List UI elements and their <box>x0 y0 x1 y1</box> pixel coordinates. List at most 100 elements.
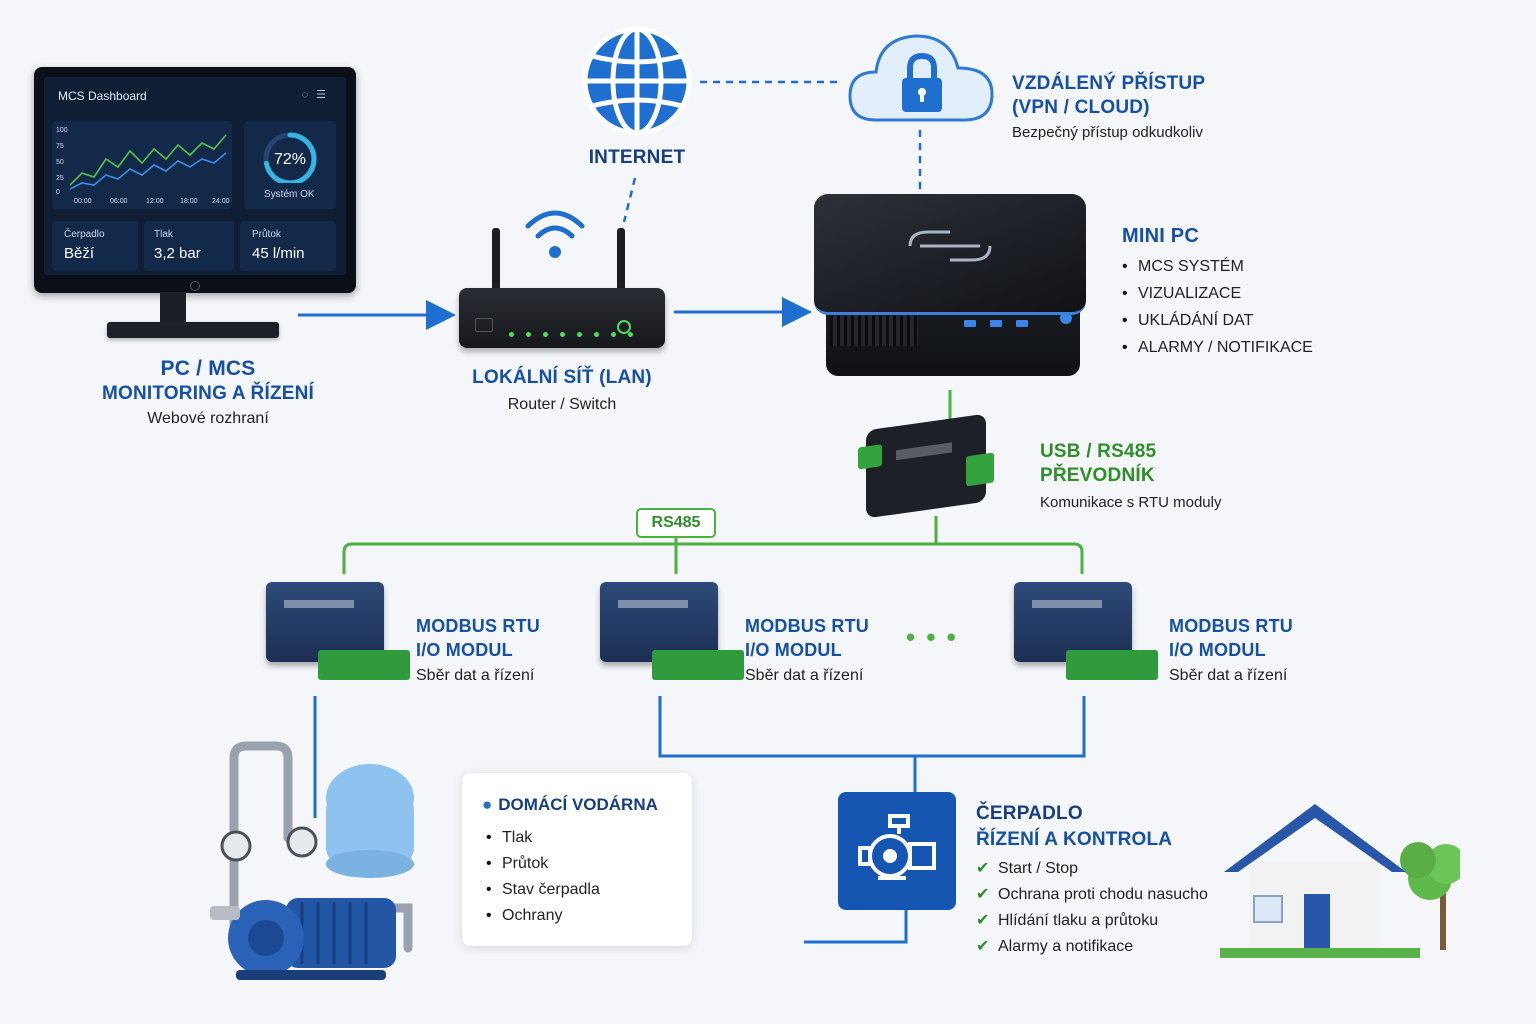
rs485-bus-label: RS485 <box>636 508 716 538</box>
waterworks-item: Tlak <box>486 825 600 851</box>
dashboard-header-icons: ◌☰ <box>302 88 334 101</box>
module-1-title-line2: I/O MODUL <box>416 640 513 660</box>
mini-pc-logo-icon <box>908 230 992 262</box>
monitor-stand-base <box>107 322 279 338</box>
io-module-3 <box>1014 582 1132 662</box>
waterworks-list: Tlak Průtok Stav čerpadla Ochrany <box>486 825 600 929</box>
usb-port-icon <box>1016 320 1028 327</box>
pc-title: PC / MCS <box>160 357 256 380</box>
converter-title-line2: PŘEVODNÍK <box>1040 465 1155 486</box>
usb-rs485-converter <box>858 413 994 519</box>
usb-port-icon <box>964 320 976 327</box>
module-label-plate <box>284 600 354 608</box>
waterworks-title: DOMÁCÍ VODÁRNA <box>498 795 658 814</box>
y-tick-3: 25 <box>56 175 64 182</box>
remote-access-label-group: VZDÁLENÝ PŘÍSTUP (VPN / CLOUD) Bezpečný … <box>1012 72 1332 144</box>
router-antenna-left <box>492 228 500 296</box>
mcs-dashboard-screen: MCS Dashboard ◌☰ 100 75 50 25 0 00:00 06… <box>44 77 346 275</box>
module-2-title: MODBUS RTU <box>745 616 869 636</box>
power-led <box>190 281 200 291</box>
router-antenna-right <box>617 228 625 296</box>
settings-icon[interactable]: ◌ <box>301 89 317 101</box>
trend-lines <box>70 134 227 190</box>
check-icon: ✔ <box>976 912 990 929</box>
module-2-subtitle: Sběr dat a řízení <box>745 667 864 684</box>
pc-label-group: PC / MCS MONITORING A ŘÍZENÍ Webové rozh… <box>60 356 356 430</box>
tile-flow-label: Průtok <box>252 229 281 240</box>
more-modules-ellipsis: • • • <box>906 622 958 652</box>
router-port <box>475 318 493 332</box>
x-tick-3: 18:00 <box>180 198 198 205</box>
pump-control-title: ČERPADLO <box>976 803 1083 824</box>
pc-subtitle: Webové rozhraní <box>147 410 269 427</box>
water-drop-icon: ● <box>482 795 493 814</box>
io-module-3-label-group: MODBUS RTU I/O MODUL Sběr dat a řízení <box>1169 614 1339 687</box>
gauge-value: 72% <box>274 151 307 168</box>
lan-subtitle: Router / Switch <box>507 396 617 413</box>
monitor-stand-neck <box>160 292 186 324</box>
tile-pump: Čerpadlo Běží <box>52 221 138 271</box>
y-tick-4: 0 <box>56 189 60 196</box>
module-1-subtitle: Sběr dat a řízení <box>416 667 535 684</box>
pump-control-item: ✔Hlídání tlaku a průtoku <box>976 908 1276 934</box>
water-pump-illustration <box>210 741 414 980</box>
pump-control-item-label: Ochrana proti chodu nasucho <box>998 886 1208 903</box>
io-module-1-terminal <box>318 650 410 680</box>
tile-pressure-value: 3,2 bar <box>154 245 201 262</box>
converter-title: USB / RS485 <box>1040 441 1157 462</box>
module-3-title: MODBUS RTU <box>1169 616 1293 636</box>
globe-icon <box>582 26 692 136</box>
pump-control-item: ✔Start / Stop <box>976 856 1276 882</box>
gauge-label: Systém OK <box>264 189 315 200</box>
modules-pump-control-link <box>658 696 1086 758</box>
waterworks-card: ● DOMÁCÍ VODÁRNA Tlak Průtok Stav čerpadl… <box>462 773 692 946</box>
pump-control-out-link <box>804 910 908 944</box>
waterworks-heading: ● DOMÁCÍ VODÁRNA <box>482 795 658 815</box>
module-label-plate <box>1032 600 1102 608</box>
lan-title: LOKÁLNÍ SÍŤ (LAN) <box>472 367 652 388</box>
usb-port-icon <box>990 320 1002 327</box>
converter-subtitle: Komunikace s RTU moduly <box>1040 494 1222 511</box>
x-tick-1: 06:00 <box>110 198 128 205</box>
io-module-2 <box>600 582 718 662</box>
io-module-1-label-group: MODBUS RTU I/O MODUL Sběr dat a řízení <box>416 614 586 687</box>
router <box>459 288 665 348</box>
trend-line-green <box>70 134 227 186</box>
io-module-2-label-group: MODBUS RTU I/O MODUL Sběr dat a řízení <box>745 614 915 687</box>
tile-pressure: Tlak 3,2 bar <box>144 221 234 271</box>
tile-pump-value: Běží <box>64 245 95 262</box>
tile-pressure-label: Tlak <box>154 229 173 240</box>
menu-icon[interactable]: ☰ <box>316 89 334 101</box>
mini-pc-feature: ALARMY / NOTIFIKACE <box>1122 334 1422 361</box>
pump-control-item: ✔Alarmy a notifikace <box>976 934 1276 960</box>
converter-label-group: USB / RS485 PŘEVODNÍK Komunikace s RTU m… <box>1040 440 1320 514</box>
io-module-2-terminal <box>652 650 744 680</box>
module-1-title: MODBUS RTU <box>416 616 540 636</box>
converter-label-plate <box>896 442 952 461</box>
wifi-icon <box>525 210 585 258</box>
trend-chart-panel: 100 75 50 25 0 00:00 06:00 12:00 18:00 2… <box>52 121 232 209</box>
check-icon: ✔ <box>976 886 990 903</box>
y-tick-1: 75 <box>56 143 64 150</box>
module-3-subtitle: Sběr dat a řízení <box>1169 667 1288 684</box>
router-leds <box>509 324 645 342</box>
mini-pc-label-group: MINI PC MCS SYSTÉM VIZUALIZACE UKLÁDÁNÍ … <box>1122 224 1422 361</box>
dashboard-title: MCS Dashboard <box>58 89 147 103</box>
internet-title: INTERNET <box>588 147 686 168</box>
internet-router-dashed-link <box>622 177 637 223</box>
power-button-icon[interactable] <box>1060 312 1072 324</box>
house-icon <box>1220 804 1460 958</box>
y-tick-2: 50 <box>56 159 64 166</box>
rs485-bus-line <box>342 542 1084 574</box>
lan-label-group: LOKÁLNÍ SÍŤ (LAN) Router / Switch <box>440 366 684 416</box>
cloud-lock-icon <box>848 34 994 122</box>
trend-line-blue <box>70 152 227 190</box>
module-2-title-line2: I/O MODUL <box>745 640 842 660</box>
converter-terminal <box>966 452 994 487</box>
gauge-arc <box>263 132 317 183</box>
monitor: MCS Dashboard ◌☰ 100 75 50 25 0 00:00 06… <box>34 67 356 293</box>
remote-title: VZDÁLENÝ PŘÍSTUP <box>1012 73 1206 94</box>
mini-pc-feature-list: MCS SYSTÉM VIZUALIZACE UKLÁDÁNÍ DAT ALAR… <box>1122 253 1422 361</box>
x-tick-0: 00:00 <box>74 198 92 205</box>
